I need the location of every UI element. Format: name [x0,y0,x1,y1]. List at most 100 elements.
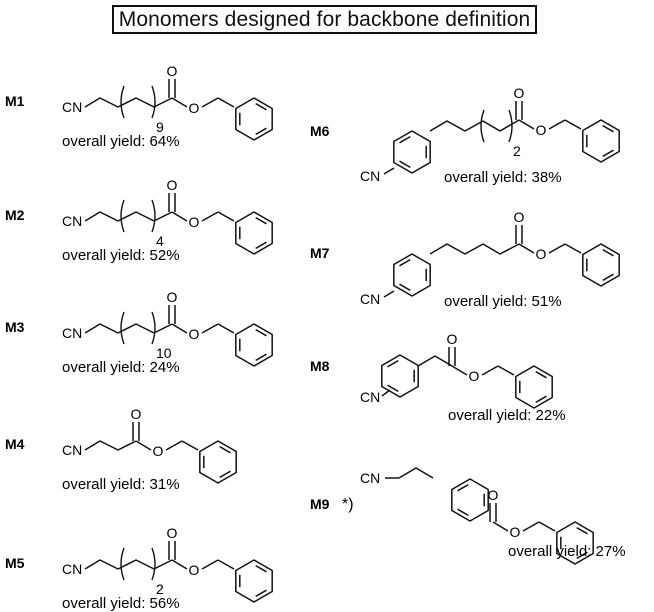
nitrile-label: CN [62,442,82,458]
benzene-ring [199,440,237,484]
ester-bond [135,440,152,451]
ring-double-bond [535,370,547,379]
ring-double-bond [535,395,547,404]
ring-double-bond [399,258,411,267]
repeat-bracket-right [151,311,156,345]
repeat-bracket-left [120,311,125,345]
ring-double-bond [602,273,614,282]
benzene-ring [393,253,431,297]
ring-double-bond [387,359,399,368]
ring-double-bond [457,483,469,492]
repeat-count: 4 [156,233,164,249]
benzyl-bond [564,119,582,130]
repeat-bracket-left [120,199,125,233]
nitrile-bond [381,389,391,397]
repeat-count: 2 [513,143,521,159]
figure-title: Monomers designed for backbone definitio… [112,5,537,34]
ring-double-bond [576,526,588,535]
ring-double-bond [255,589,267,598]
linker-chain [429,120,484,132]
nitrile-bond [383,290,395,298]
benzyl-bond [481,365,499,376]
yield-label: overall yield: 31% [62,476,180,493]
compound-id: M9 [310,496,330,512]
ring-double-bond [255,328,267,337]
compound-id: M2 [5,207,25,223]
benzyl-bond [217,97,235,108]
ester-oxygen-label: O [536,122,547,138]
benzyl-bond [564,243,582,254]
ring-double-bond [255,216,267,225]
benzene-ring [582,119,620,163]
carbonyl-oxygen-label: O [514,85,525,101]
ester-bond [171,211,188,222]
benzyl-bond [201,211,219,222]
linker-chain [482,119,520,132]
yield-label: overall yield: 52% [62,247,180,264]
ring-double-bond [255,241,267,250]
ester-oxygen-label: O [189,326,200,342]
compound-id: M3 [5,319,25,335]
repeat-count: 9 [156,119,164,135]
benzyl-bond [497,365,515,376]
yield-label: overall yield: 27% [508,543,626,560]
carbonyl-oxygen-label: O [167,525,178,541]
ring-double-bond [457,508,469,517]
benzene-ring [235,559,273,603]
ring-double-bond [602,248,614,257]
repeat-bracket-left [480,109,485,143]
linker-chain [398,467,434,479]
ring-double-bond [399,135,411,144]
nitrile-label: CN [62,561,82,577]
benzyl-bond [181,440,199,451]
carbonyl-oxygen-label: O [514,209,525,225]
benzene-ring [381,354,419,398]
benzyl-bond [538,521,556,532]
benzene-ring [515,365,553,409]
ring-double-bond [255,564,267,573]
repeat-bracket-left [120,85,125,119]
repeat-bracket-right [151,85,156,119]
yield-label: overall yield: 38% [444,169,562,186]
linker-chain [417,355,453,367]
ester-bond [492,521,509,532]
benzene-ring [393,130,431,174]
ring-double-bond [399,160,411,169]
repeat-count: 10 [156,345,172,361]
benzyl-bond [548,119,566,130]
compound-id: M8 [310,358,330,374]
carbonyl-oxygen-label: O [167,177,178,193]
repeat-count: 2 [156,581,164,597]
benzene-ring [235,97,273,141]
ester-bond [171,97,188,108]
ring-double-bond [255,127,267,136]
yield-label: overall yield: 64% [62,133,180,150]
compound-id: M4 [5,436,25,452]
yield-label: overall yield: 22% [448,407,566,424]
nitrile-label: CN [62,213,82,229]
yield-label: overall yield: 56% [62,595,180,612]
benzene-ring [556,521,594,565]
ring-double-bond [576,551,588,560]
ester-oxygen-label: O [536,246,547,262]
ester-oxygen-label: O [153,443,164,459]
benzene-ring [235,323,273,367]
ester-bond [451,365,468,376]
benzyl-bond [217,323,235,334]
repeat-bracket-right [151,199,156,233]
repeat-bracket-right [151,547,156,581]
linker-chain [429,243,520,255]
ring-double-bond [399,283,411,292]
ester-oxygen-label: O [189,100,200,116]
ring-double-bond [602,124,614,133]
compound-id: M6 [310,123,330,139]
footnote-marker: *) [342,496,354,513]
